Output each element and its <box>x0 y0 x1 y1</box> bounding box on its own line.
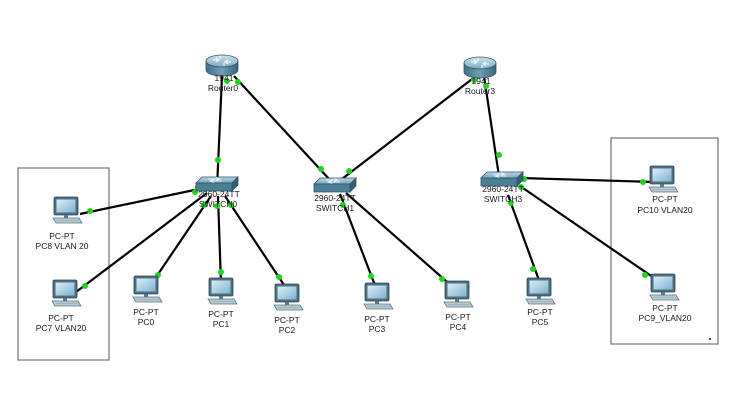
port-light <box>483 83 489 89</box>
port-light <box>224 78 230 84</box>
pc5-name-label: PC5 <box>532 317 549 327</box>
link-router3-switch3[interactable] <box>482 75 502 184</box>
pc4-type-label: PC-PT <box>445 312 471 322</box>
pc9-name-label: PC9_VLAN20 <box>639 313 692 323</box>
pc-pc7[interactable]: PC-PT PC7 VLAN20 <box>36 279 87 333</box>
link-switch0-pc0[interactable] <box>149 195 212 287</box>
switch0-model-label: 2960-24TT <box>198 189 240 199</box>
port-light <box>214 203 220 209</box>
pc5-type-label: PC-PT <box>527 307 553 317</box>
link-switch1-pc3[interactable] <box>338 193 378 289</box>
link-switch0-pc2[interactable] <box>224 195 287 289</box>
port-light <box>218 269 224 275</box>
pc10-type-label: PC-PT <box>652 194 678 204</box>
switch3-model-label: 2960-24TT <box>482 184 524 194</box>
pc7-name-label: PC7 VLAN20 <box>36 323 87 333</box>
router3-name-label: Router3 <box>465 86 496 96</box>
pc2-name-label: PC2 <box>279 325 296 335</box>
right-vlan-area-box <box>610 137 719 345</box>
router-router0[interactable]: 1941 Router0 <box>205 54 239 93</box>
switch0-name-label: SWITCH0 <box>199 199 238 209</box>
link-switch3-pc10[interactable] <box>519 176 656 184</box>
pc-pc8[interactable]: PC-PT PC8 VLAN 20 <box>36 196 89 251</box>
switch1-model-label: 2960-24TT <box>314 193 356 203</box>
router0-name-label: Router0 <box>208 83 239 93</box>
pc1-name-label: PC1 <box>213 319 230 329</box>
port-light <box>518 184 524 190</box>
switch-switch1[interactable]: 2960-24TT SWITCH1 <box>313 177 357 213</box>
port-light <box>471 77 477 83</box>
link-switch3-pc9[interactable] <box>519 185 661 283</box>
link-switch0-pc7[interactable] <box>75 192 208 293</box>
port-light <box>82 283 88 289</box>
port-light <box>530 266 536 272</box>
pc7-type-label: PC-PT <box>48 313 74 323</box>
port-light <box>496 152 502 158</box>
port-light <box>228 202 234 208</box>
port-light <box>640 179 646 185</box>
pc-pc9[interactable]: PC-PT PC9_VLAN20 <box>639 273 692 323</box>
pc-pc2[interactable]: PC-PT PC2 <box>273 283 304 335</box>
pc-pc0[interactable]: PC-PT PC0 <box>132 275 163 327</box>
pc10-name-label: PC10 VLAN20 <box>637 205 693 215</box>
pc-pc4[interactable]: PC-PT PC4 <box>443 280 474 332</box>
pc1-type-label: PC-PT <box>208 309 234 319</box>
pc9-type-label: PC-PT <box>652 303 678 313</box>
left-vlan-area-box <box>17 167 110 361</box>
pc-pc1[interactable]: PC-PT PC1 <box>207 277 238 329</box>
switch-switch3[interactable]: 2960-24TT SWITCH3 <box>480 171 524 204</box>
pc-pc5[interactable]: PC-PT PC5 <box>525 277 556 327</box>
port-light <box>508 200 514 206</box>
pc3-name-label: PC3 <box>369 324 386 334</box>
switch1-name-label: SWITCH1 <box>316 203 355 213</box>
link-router0-switch1[interactable] <box>233 75 331 181</box>
router3-model-label: 1941 <box>472 76 491 86</box>
link-switch1-pc4[interactable] <box>345 192 455 289</box>
pc-pc3[interactable]: PC-PT PC3 <box>363 282 394 334</box>
port-light <box>235 79 241 85</box>
port-light <box>346 168 352 174</box>
link-switch0-pc8[interactable] <box>79 186 205 216</box>
pc8-name-label: PC8 VLAN 20 <box>36 241 89 251</box>
area-resize-dot <box>709 338 711 340</box>
port-light <box>215 157 221 163</box>
port-light <box>642 272 648 278</box>
pc3-type-label: PC-PT <box>364 314 390 324</box>
port-light <box>318 166 324 172</box>
port-light <box>368 273 374 279</box>
router0-model-label: 1941 <box>215 73 234 83</box>
port-light <box>276 274 282 280</box>
port-light <box>340 202 346 208</box>
port-light <box>201 202 207 208</box>
switch-switch0[interactable]: 2960-24TT SWITCH0 <box>195 176 240 209</box>
pc2-type-label: PC-PT <box>274 315 300 325</box>
cable-layer <box>75 75 661 293</box>
router-router3[interactable]: 1941 Router3 <box>463 56 497 96</box>
link-router0-switch0[interactable] <box>215 75 224 189</box>
pc-pc10[interactable]: PC-PT PC10 VLAN20 <box>637 165 693 215</box>
link-router3-switch1[interactable] <box>337 75 477 183</box>
port-light <box>439 276 445 282</box>
port-light <box>87 208 93 214</box>
pc0-type-label: PC-PT <box>133 307 159 317</box>
switch3-name-label: SWITCH3 <box>484 194 523 204</box>
pc0-name-label: PC0 <box>138 317 155 327</box>
pc4-name-label: PC4 <box>450 322 467 332</box>
pc8-type-label: PC-PT <box>49 231 75 241</box>
